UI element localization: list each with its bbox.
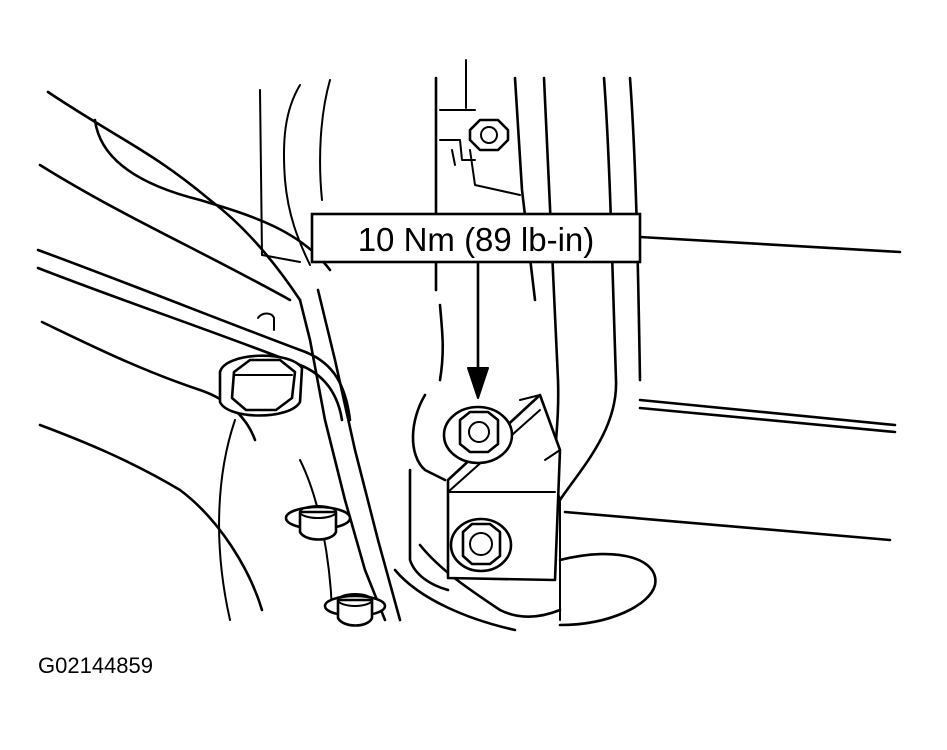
flange-bolt-lower — [323, 593, 387, 627]
hex-bolt-left — [218, 312, 304, 417]
torque-spec-label: 10 Nm (89 lb-in) — [358, 221, 595, 258]
torque-callout: 10 Nm (89 lb-in) — [310, 212, 642, 264]
vertical-pillar — [542, 76, 642, 621]
figure-id: G02144859 — [38, 653, 153, 678]
callout-arrow — [467, 260, 489, 399]
lower-bracket-bolt — [449, 517, 513, 573]
right-structure-lines — [558, 235, 902, 627]
flange-bolt-middle — [284, 505, 352, 541]
left-body-panel — [36, 79, 402, 622]
torque-target-bolt — [442, 405, 514, 465]
top-bracket — [434, 59, 537, 302]
